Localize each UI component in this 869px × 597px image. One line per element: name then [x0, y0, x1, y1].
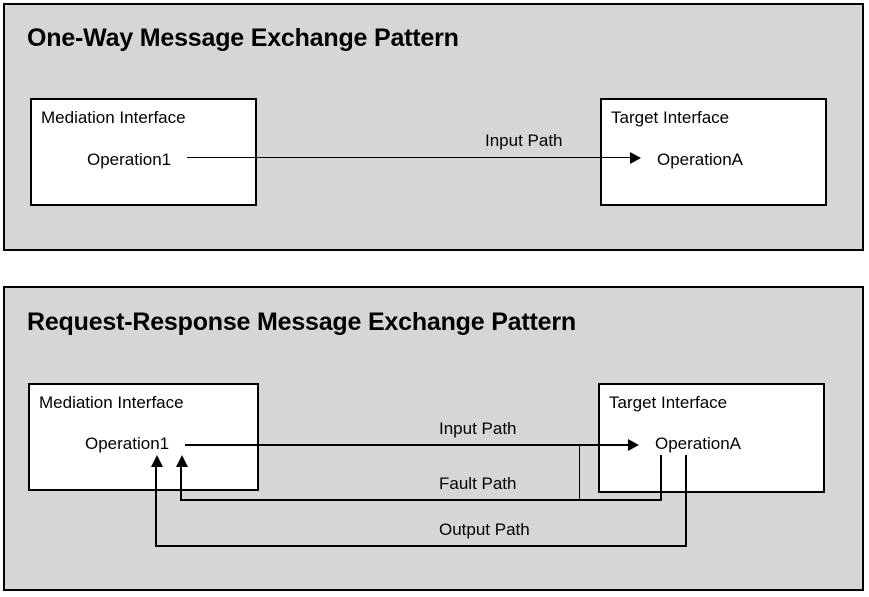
panel-one-way: One-Way Message Exchange Pattern Mediati… [3, 3, 864, 251]
output-path-horizontal-line [155, 545, 687, 547]
mediation-interface-box-one-way: Mediation Interface Operation1 [30, 98, 257, 206]
input-path-label-one-way: Input Path [485, 131, 563, 150]
target-interface-title: Target Interface [611, 108, 730, 127]
input-path-line-one-way [187, 157, 632, 158]
mediation-interface-box-req-resp: Mediation Interface Operation1 [28, 383, 259, 491]
mediation-operation-label: Operation1 [85, 434, 170, 453]
fault-path-label: Fault Path [439, 474, 517, 493]
input-path-arrowhead-icon-one-way [630, 152, 641, 164]
target-interface-box-req-resp: Target Interface OperationA [598, 383, 825, 493]
fault-path-horizontal-line [180, 499, 662, 501]
output-path-return-line [155, 466, 157, 546]
target-operation-label: OperationA [655, 434, 741, 453]
fault-path-arrowhead-icon [176, 455, 188, 467]
panel-request-response: Request-Response Message Exchange Patter… [3, 286, 864, 591]
output-path-arrowhead-icon [151, 455, 163, 467]
target-interface-title: Target Interface [609, 393, 728, 412]
page-title-request-response: Request-Response Message Exchange Patter… [27, 308, 576, 336]
input-path-arrowhead-icon-req-resp [628, 439, 639, 451]
output-path-vertical-line [685, 455, 687, 547]
mediation-operation-label: Operation1 [87, 150, 172, 169]
fault-path-return-line [180, 466, 182, 500]
page-title-one-way: One-Way Message Exchange Pattern [27, 24, 459, 52]
mediation-interface-title: Mediation Interface [39, 393, 184, 412]
output-path-label: Output Path [439, 520, 530, 539]
input-path-drop-line [579, 445, 580, 500]
fault-path-vertical-line [660, 455, 662, 501]
mediation-interface-title: Mediation Interface [41, 108, 186, 127]
input-path-label-req-resp: Input Path [439, 419, 517, 438]
target-operation-label: OperationA [657, 150, 743, 169]
input-path-line-req-resp [185, 444, 631, 446]
